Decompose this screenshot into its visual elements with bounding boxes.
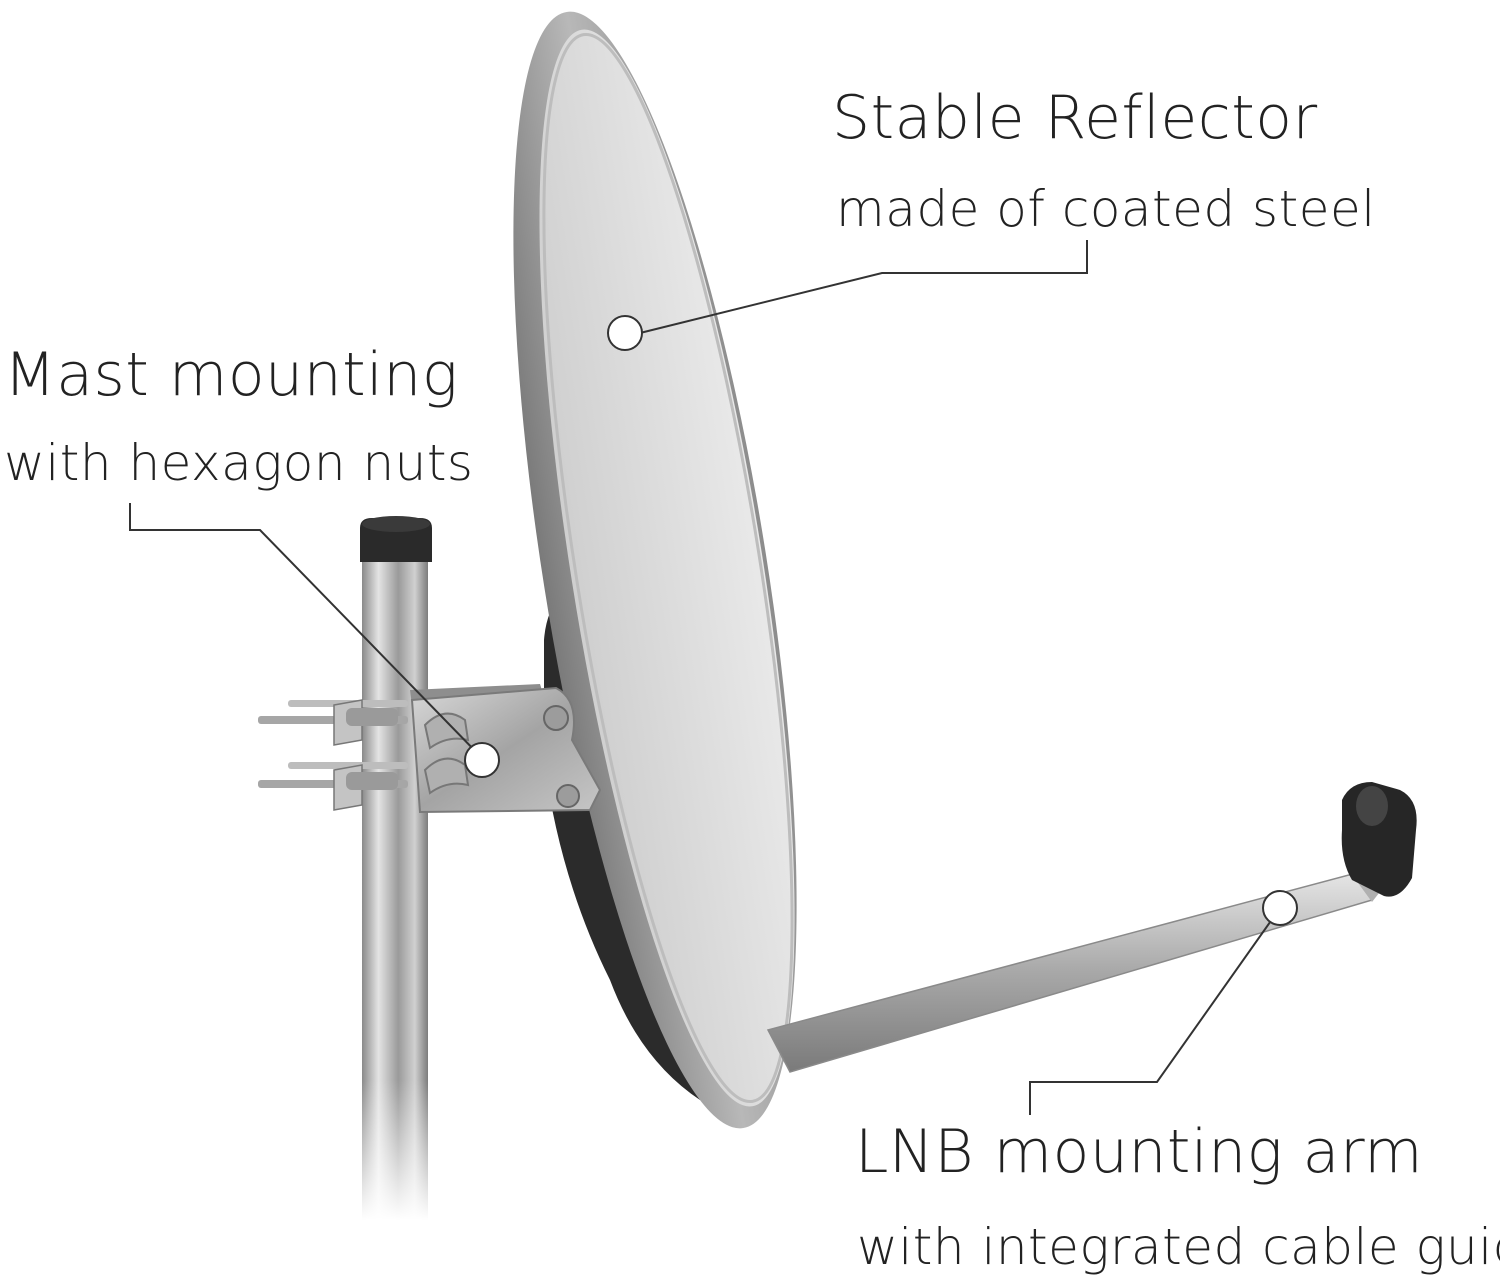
arm-callout-title: LNB mounting arm [855, 1117, 1424, 1187]
lnb-arm [766, 782, 1417, 1073]
leader-mast [129, 503, 483, 759]
reflector-callout-title: Stable Reflector [832, 83, 1318, 153]
leader-reflector [639, 240, 1088, 334]
mast-clamp [258, 684, 602, 814]
reflector-dish [513, 11, 797, 1129]
reflector-callout-subtitle: made of coated steel [836, 180, 1376, 238]
mast-marker [464, 742, 500, 778]
leader-lines [129, 240, 1281, 1115]
mast-callout-subtitle: with hexagon nuts [4, 434, 474, 492]
leader-arm [1029, 907, 1281, 1115]
mast-callout-title: Mast mounting [4, 340, 459, 410]
reflector-marker [607, 315, 643, 351]
mast-pole [360, 516, 432, 1220]
arm-callout-subtitle: with integrated cable guide [857, 1218, 1500, 1276]
arm-marker [1262, 890, 1298, 926]
